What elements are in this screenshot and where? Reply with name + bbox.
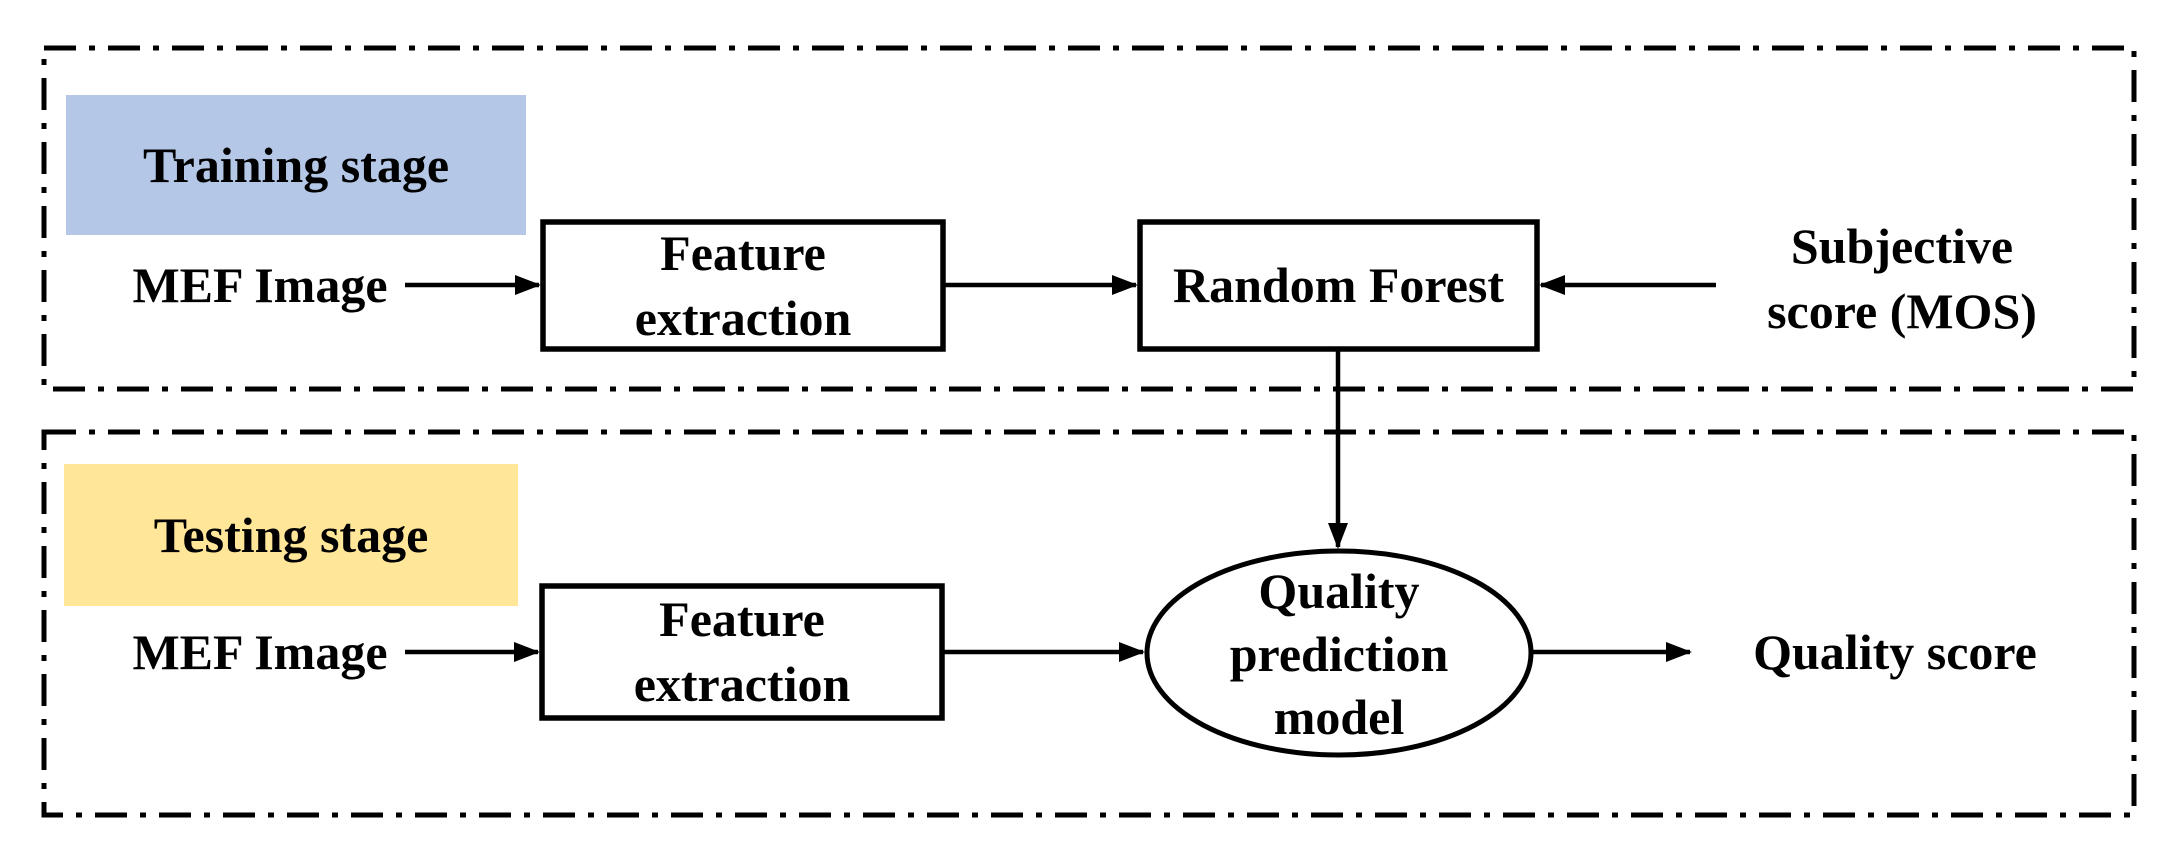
random-forest-label: Random Forest xyxy=(1172,257,1504,313)
training-stage-label: Training stage xyxy=(66,95,526,235)
training-feature-extraction-label: Feature extraction xyxy=(543,222,943,349)
quality-score-label: Quality score xyxy=(1753,623,2037,680)
prediction-line: prediction xyxy=(1229,625,1449,682)
random-forest-box xyxy=(1137,219,1540,352)
score-mos-line: score (MOS) xyxy=(1767,283,2037,339)
training-feature-extraction-box xyxy=(540,219,946,352)
quality-line: Quality xyxy=(1258,562,1420,619)
training-mef-image-label: MEF Image xyxy=(132,256,388,313)
feature-line: Feature xyxy=(660,224,826,281)
testing-stage-label: Testing stage xyxy=(64,464,518,606)
subjective-line: Subjective xyxy=(1790,218,2014,274)
testing-stage-border xyxy=(41,429,2137,818)
testing-feature-extraction-label: Feature extraction xyxy=(542,586,942,718)
extraction-line: extraction xyxy=(634,289,852,346)
training-stage-border xyxy=(41,45,2137,392)
quality-prediction-model-label: Quality prediction model xyxy=(1147,558,1531,750)
extraction-line: extraction xyxy=(633,656,851,712)
subjective-score-label: Subjective score (MOS) xyxy=(1702,212,2102,346)
model-line: model xyxy=(1273,688,1405,745)
testing-mef-image-label: MEF Image xyxy=(132,623,388,680)
quality-prediction-ellipse xyxy=(1144,548,1534,758)
testing-feature-extraction-box xyxy=(539,583,945,721)
feature-line: Feature xyxy=(659,591,825,647)
